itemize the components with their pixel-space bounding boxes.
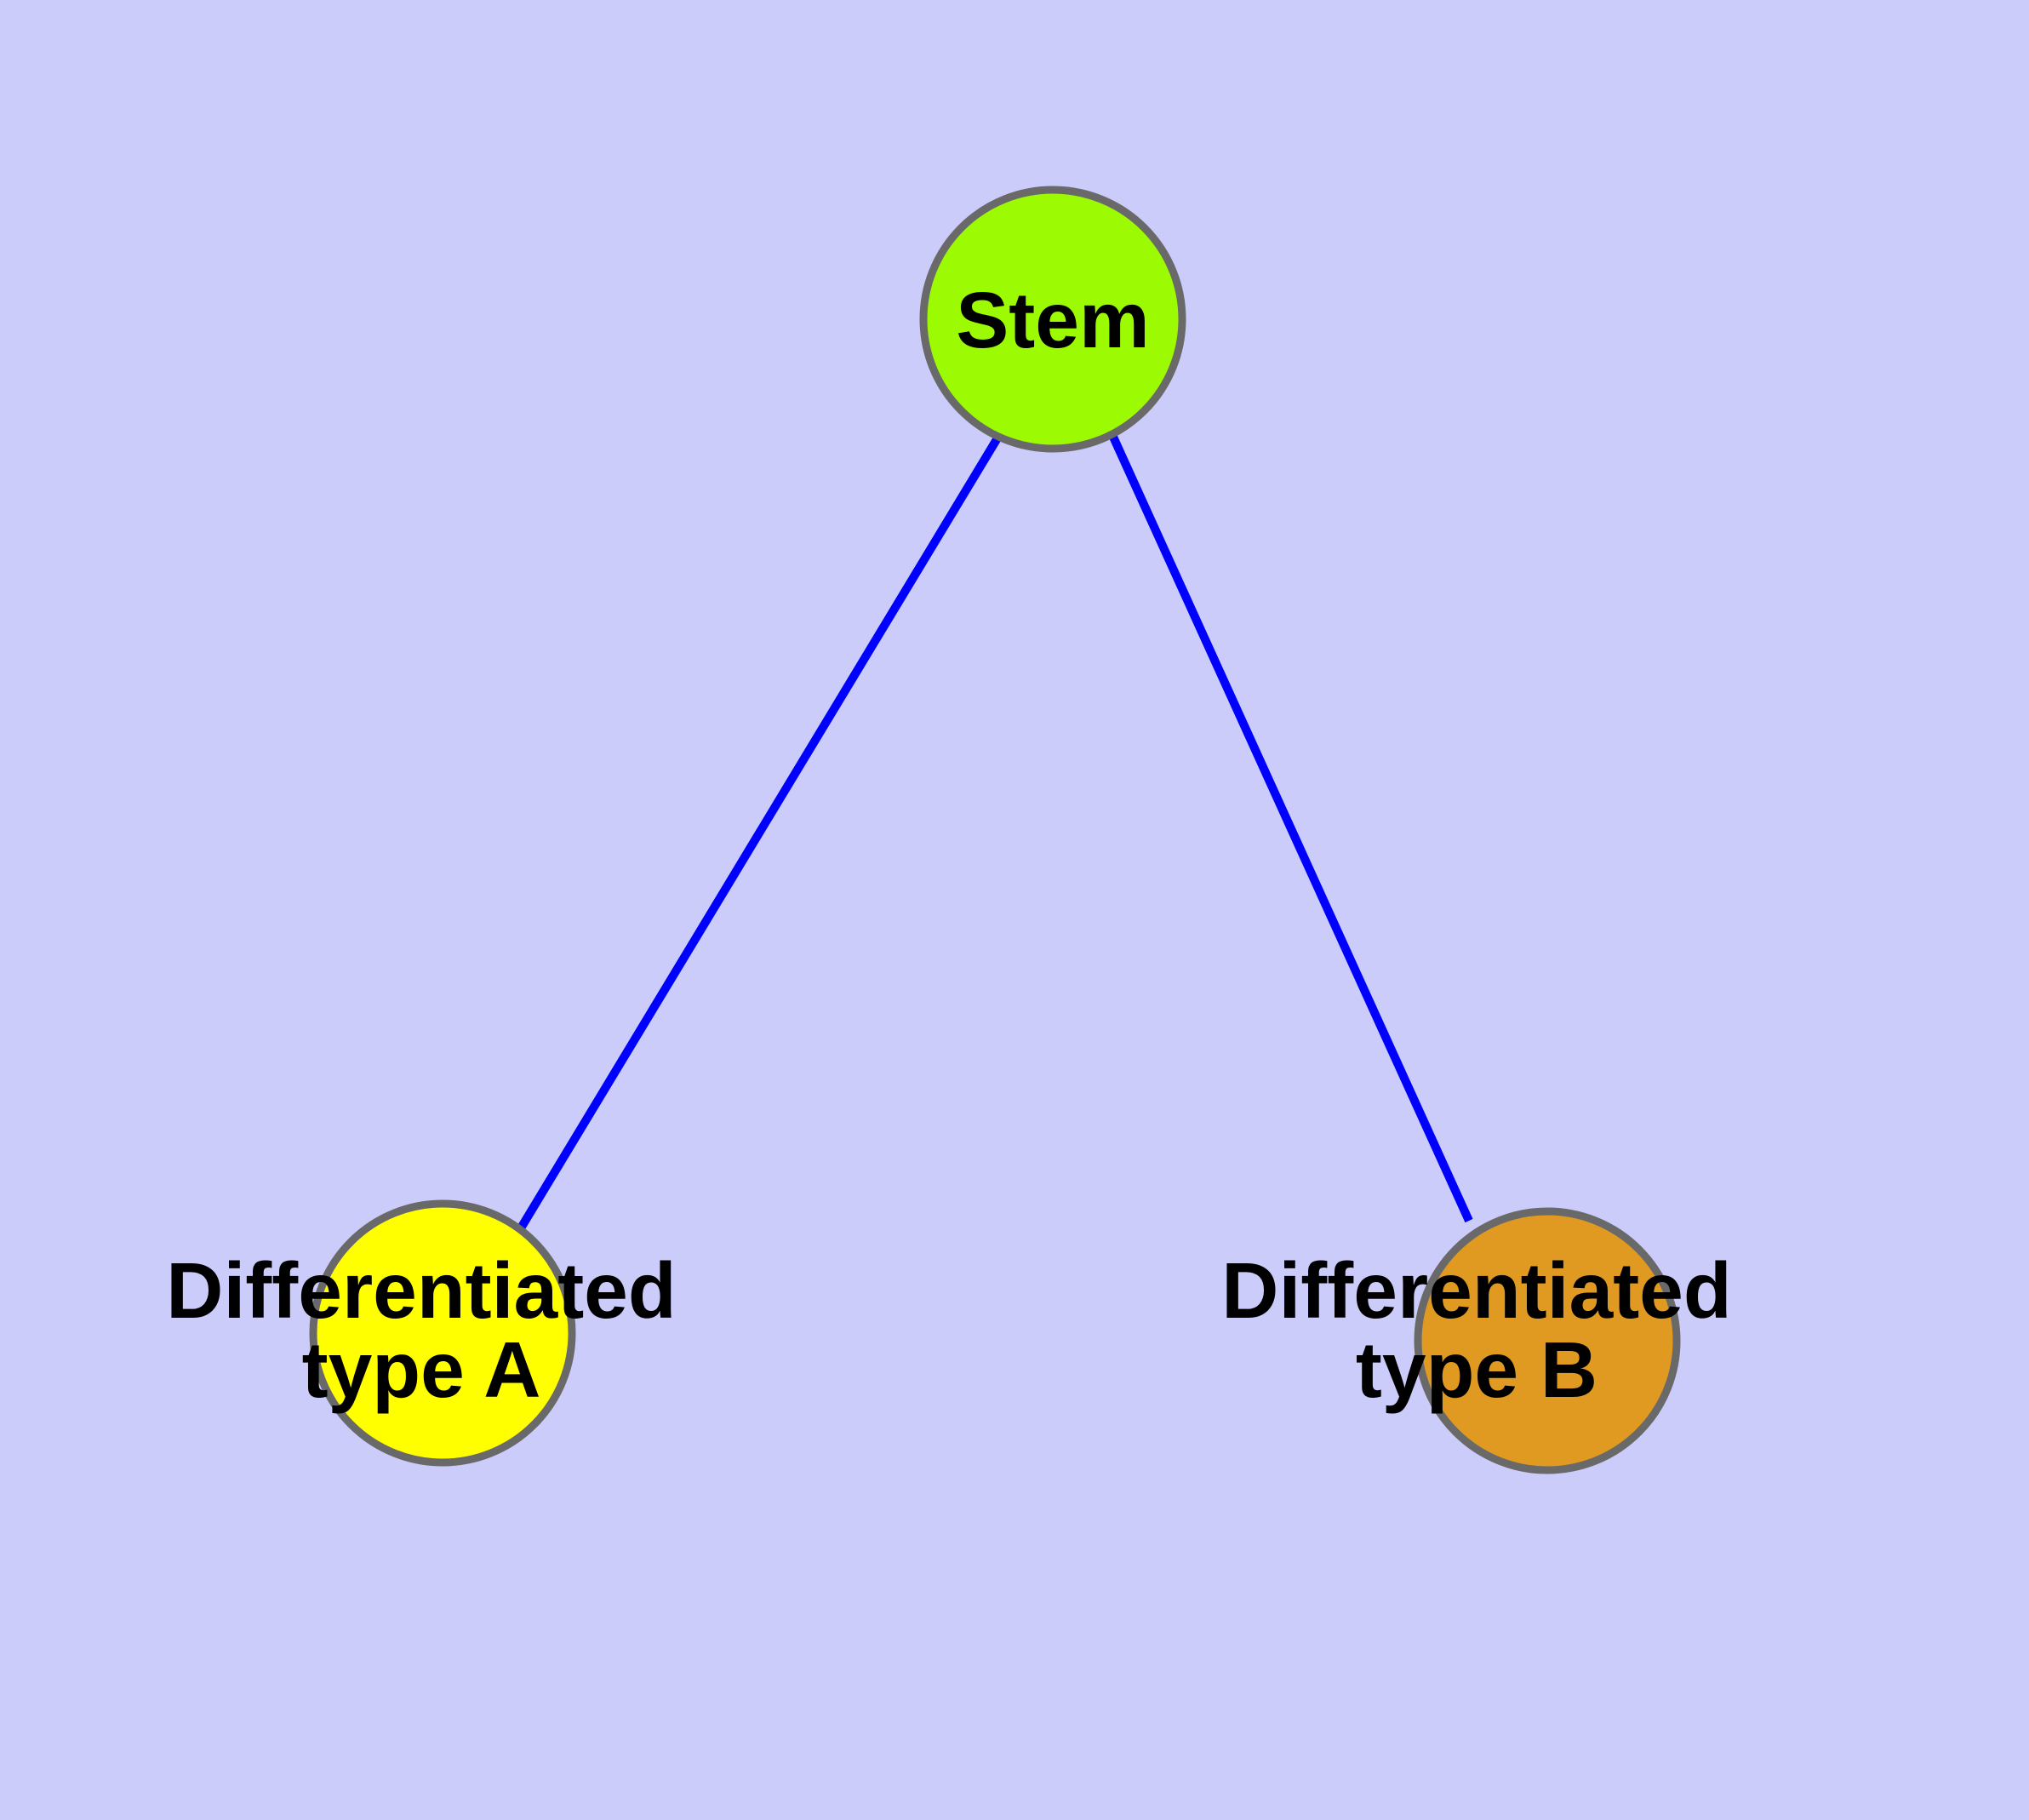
edge-stem-to-differentiated-type-b[interactable] xyxy=(1108,432,1473,1223)
node-differentiated-type-a[interactable] xyxy=(309,1199,576,1467)
labels-group: Stem Differentiated type A Differentiate… xyxy=(166,276,1731,1414)
node-differentiated-type-b[interactable] xyxy=(1414,1207,1681,1474)
edges-group xyxy=(517,432,1473,1229)
node-label-differentiated-type-b-line2: type B xyxy=(1356,1325,1597,1414)
node-label-differentiated-type-a-line1: Differentiated xyxy=(166,1246,676,1335)
edge-stem-to-differentiated-type-a[interactable] xyxy=(517,434,1003,1229)
node-label-differentiated-type-b-line1: Differentiated xyxy=(1221,1246,1731,1335)
node-label-stem: Stem xyxy=(956,276,1149,364)
nodes-group xyxy=(309,186,1681,1474)
node-stem[interactable] xyxy=(919,186,1186,453)
node-label-differentiated-type-a-line2: type A xyxy=(302,1325,541,1414)
